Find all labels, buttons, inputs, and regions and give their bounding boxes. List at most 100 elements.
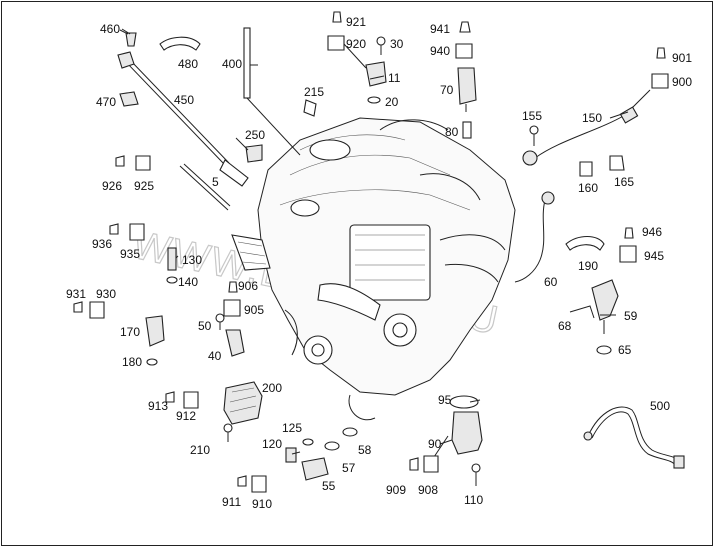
label-931: 931: [66, 287, 86, 301]
label-165: 165: [614, 175, 634, 189]
part-labels: 460 480 470 450 400 921 920 30 11 20 941…: [66, 15, 692, 511]
sensor-90: [431, 411, 483, 461]
label-50: 50: [198, 319, 212, 333]
connector-908: [423, 455, 439, 473]
label-900: 900: [672, 75, 692, 89]
label-460: 460: [100, 22, 120, 36]
connector-901: [656, 47, 666, 59]
label-60: 60: [544, 275, 558, 289]
seal-65: [596, 345, 612, 355]
connector-909: [409, 457, 419, 471]
label-150: 150: [582, 111, 602, 125]
seal-20: [367, 96, 381, 104]
bolt-50: [215, 313, 225, 330]
label-909: 909: [386, 483, 406, 497]
label-911: 911: [222, 495, 241, 509]
label-40: 40: [208, 349, 222, 363]
label-90: 90: [428, 437, 442, 451]
label-80: 80: [445, 125, 459, 139]
connector-906: [228, 281, 238, 293]
label-910: 910: [252, 497, 272, 511]
part-460-clip: [119, 29, 137, 47]
engine-block: [231, 117, 516, 421]
module-200: [223, 381, 263, 425]
label-180: 180: [122, 355, 142, 369]
seal-57: [324, 441, 340, 451]
label-920: 920: [346, 37, 366, 51]
label-913: 913: [148, 399, 168, 413]
label-200: 200: [262, 381, 282, 395]
connector-926: [115, 155, 125, 167]
seal-180: [146, 358, 158, 366]
sensor-40: [225, 329, 245, 357]
label-946: 946: [642, 225, 662, 239]
label-120: 120: [262, 437, 282, 451]
label-68: 68: [558, 319, 572, 333]
label-155: 155: [522, 109, 542, 123]
cable-150-sensor: [522, 89, 651, 166]
label-400: 400: [222, 57, 242, 71]
part-480-clamp: [159, 36, 201, 51]
label-160: 160: [578, 181, 598, 195]
sensor-55: [301, 457, 329, 481]
sensor-59: [591, 279, 619, 334]
label-190: 190: [578, 259, 598, 273]
connector-935: [129, 223, 145, 241]
connector-945: [619, 245, 637, 263]
bolt-30: [376, 36, 386, 55]
clamp-190: [565, 235, 605, 251]
label-125: 125: [282, 421, 302, 435]
connector-912: [183, 391, 199, 409]
clip-68: [569, 305, 595, 319]
label-95: 95: [438, 393, 452, 407]
seal-58: [342, 427, 358, 437]
label-930: 930: [96, 287, 116, 301]
seal-95: [449, 395, 479, 409]
connector-936: [109, 223, 119, 235]
label-912: 912: [176, 409, 196, 423]
label-250: 250: [245, 128, 265, 142]
sensor-130: [167, 247, 177, 271]
label-945: 945: [644, 249, 664, 263]
glow-plug-5: [179, 163, 231, 211]
label-5: 5: [212, 175, 219, 189]
cable-500: [583, 406, 685, 469]
label-480: 480: [178, 57, 198, 71]
connector-941: [459, 21, 471, 33]
label-500: 500: [650, 399, 670, 413]
label-110: 110: [464, 493, 483, 507]
seal-80: [462, 121, 472, 139]
leader-lines: [121, 28, 629, 455]
clip-160: [579, 161, 593, 177]
label-935: 935: [120, 247, 140, 261]
connector-911: [237, 475, 247, 487]
bolt-155: [529, 125, 539, 146]
connector-920: [327, 35, 345, 51]
label-65: 65: [618, 343, 632, 357]
label-170: 170: [120, 325, 140, 339]
part-215-bracket: [303, 99, 317, 117]
label-59: 59: [624, 309, 638, 323]
part-450-dipstick-tube: [117, 51, 249, 187]
connector-921: [332, 11, 342, 23]
label-30: 30: [390, 37, 404, 51]
clip-165: [609, 155, 625, 171]
part-400-dipstick: [243, 27, 301, 156]
label-905: 905: [244, 303, 264, 317]
label-55: 55: [322, 479, 336, 493]
connector-931: [73, 301, 83, 313]
connector-910: [251, 475, 267, 493]
bolt-210: [223, 423, 233, 442]
label-921: 921: [346, 15, 366, 29]
label-450: 450: [174, 93, 194, 107]
sensor-120: [285, 447, 297, 463]
label-58: 58: [358, 443, 372, 457]
label-140: 140: [178, 275, 198, 289]
connector-913: [165, 391, 175, 403]
label-906: 906: [238, 279, 258, 293]
sensor-170: [145, 315, 165, 347]
connector-900: [651, 73, 669, 89]
label-210: 210: [190, 443, 210, 457]
sensor-60: [514, 191, 555, 283]
